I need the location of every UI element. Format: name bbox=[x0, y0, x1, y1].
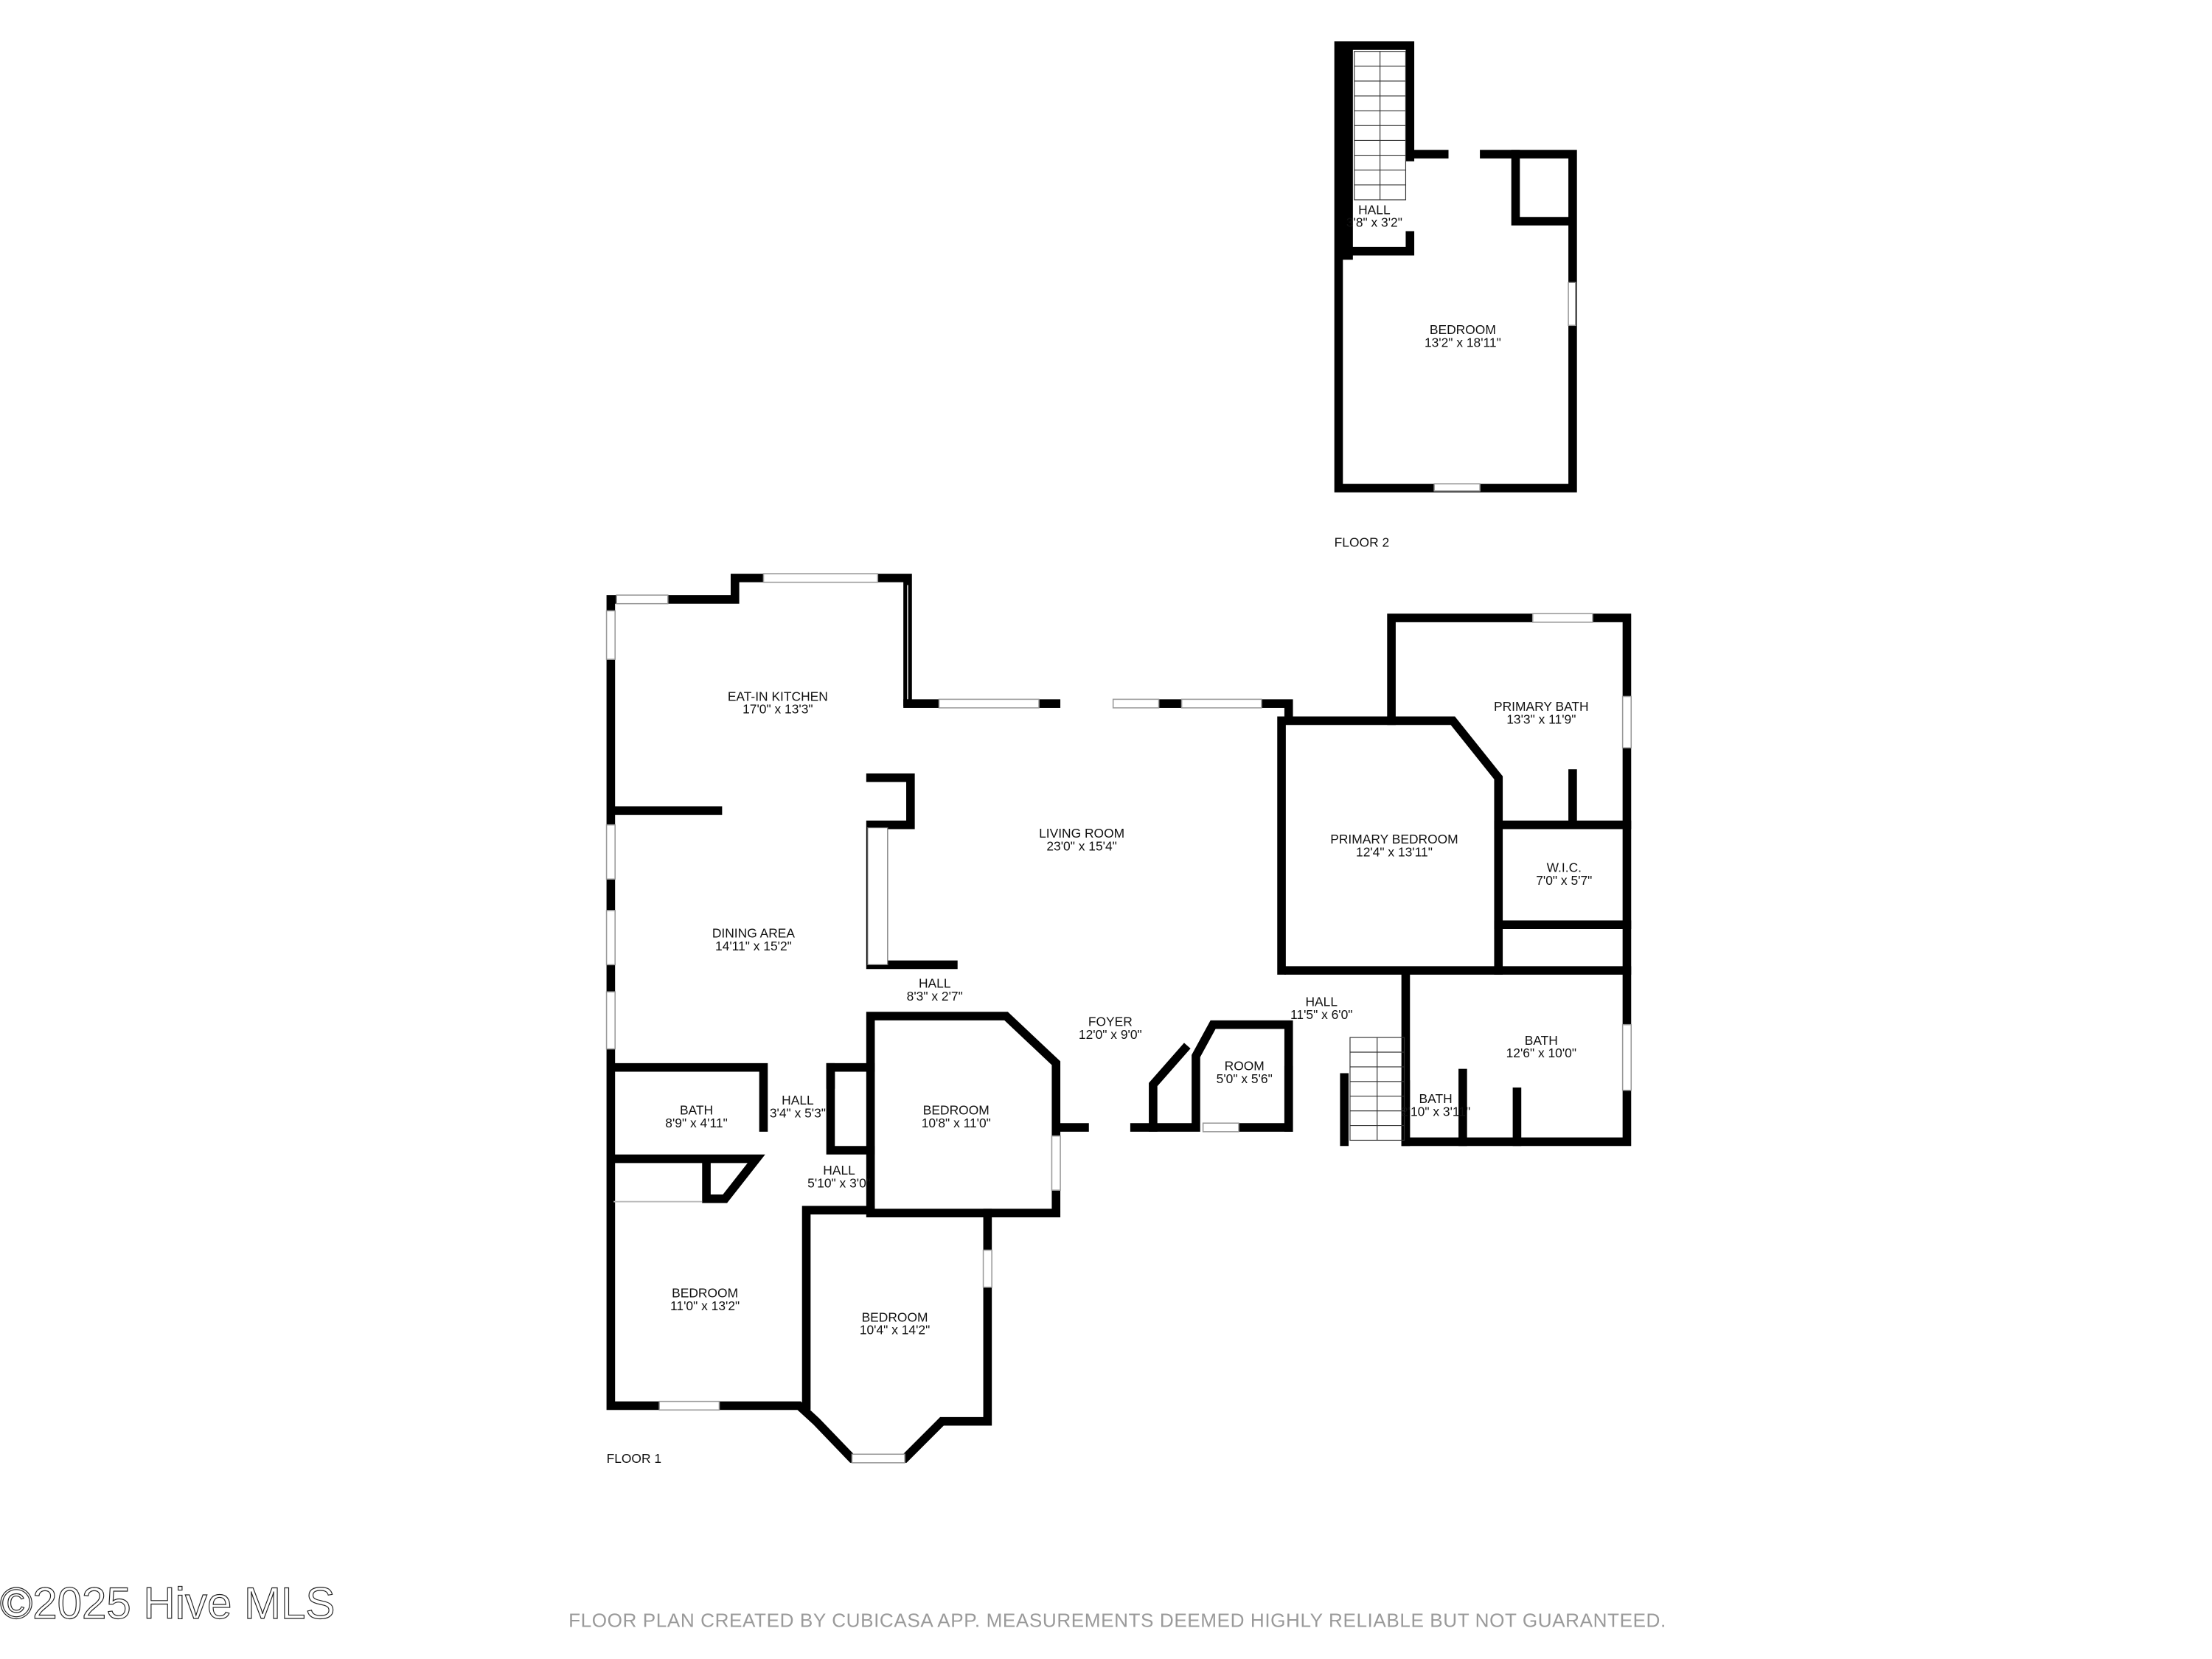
disclaimer: FLOOR PLAN CREATED BY CUBICASA APP. MEAS… bbox=[568, 1609, 1666, 1631]
room-name: PRIMARY BATH bbox=[1494, 699, 1589, 714]
room-name: BEDROOM bbox=[923, 1103, 990, 1118]
room-dimensions: 8'9" x 4'11" bbox=[665, 1116, 728, 1130]
room-dimensions: 7'0" x 5'7" bbox=[1536, 873, 1592, 888]
room-dimensions: 11'5" x 6'0" bbox=[1290, 1007, 1353, 1022]
room-name: HALL bbox=[1358, 202, 1391, 217]
floor-2-label: FLOOR 2 bbox=[1335, 535, 1389, 549]
room-dimensions: 12'6" x 10'0" bbox=[1506, 1046, 1576, 1060]
room-name: DINING AREA bbox=[712, 926, 796, 941]
room-dimensions: 12'4" x 13'11" bbox=[1356, 844, 1433, 859]
room-label: W.I.C.7'0" x 5'7" bbox=[1536, 860, 1592, 888]
room-name: HALL bbox=[1305, 995, 1338, 1009]
room-name: HALL bbox=[823, 1163, 855, 1178]
room-dimensions: 10'4" x 14'2" bbox=[860, 1323, 930, 1338]
room-dimensions: 5'0" x 5'6" bbox=[1217, 1071, 1273, 1086]
room-dimensions: 3'8" x 3'2" bbox=[1346, 215, 1402, 230]
room-name: BEDROOM bbox=[862, 1310, 928, 1324]
watermark: ©2025 Hive MLS bbox=[0, 1579, 335, 1628]
floor-2-walls bbox=[1334, 41, 1577, 493]
room-name: HALL bbox=[919, 975, 951, 990]
room-dimensions: 8'3" x 2'7" bbox=[907, 989, 963, 1004]
room-dimensions: 5'10" x 3'0" bbox=[807, 1175, 871, 1190]
room-name: BEDROOM bbox=[672, 1285, 738, 1300]
room-name: PRIMARY BEDROOM bbox=[1330, 832, 1458, 846]
room-dimensions: 12'0" x 9'0" bbox=[1079, 1027, 1142, 1042]
room-dimensions: 2'10" x 3'11" bbox=[1401, 1105, 1470, 1119]
room-name: LIVING ROOM bbox=[1039, 826, 1124, 841]
floor-1-stairs bbox=[1349, 1037, 1405, 1141]
room-dimensions: 13'2" x 18'11" bbox=[1425, 335, 1501, 349]
room-name: HALL bbox=[782, 1093, 814, 1107]
room-dimensions: 14'11" x 15'2" bbox=[715, 939, 792, 953]
room-dimensions: 23'0" x 15'4" bbox=[1046, 839, 1116, 854]
room-dimensions: 13'3" x 11'9" bbox=[1506, 712, 1576, 726]
floor-2-stairs bbox=[1354, 51, 1407, 201]
room-dimensions: 3'4" x 5'3" bbox=[770, 1105, 826, 1120]
floor-1-walls bbox=[605, 573, 1632, 1464]
floor-1-label: FLOOR 1 bbox=[607, 1451, 661, 1466]
room-name: BEDROOM bbox=[1430, 322, 1496, 337]
room-dimensions: 10'8" x 11'0" bbox=[922, 1116, 991, 1130]
room-name: ROOM bbox=[1225, 1059, 1265, 1074]
room-name: EAT-IN KITCHEN bbox=[728, 689, 828, 703]
room-name: BATH bbox=[1419, 1091, 1453, 1106]
room-dimensions: 17'0" x 13'3" bbox=[742, 702, 813, 717]
room-name: BATH bbox=[680, 1103, 713, 1118]
room-name: W.I.C. bbox=[1547, 860, 1582, 875]
room-name: BATH bbox=[1525, 1033, 1558, 1048]
room-name: FOYER bbox=[1088, 1015, 1133, 1029]
room-dimensions: 11'0" x 13'2" bbox=[670, 1298, 740, 1313]
